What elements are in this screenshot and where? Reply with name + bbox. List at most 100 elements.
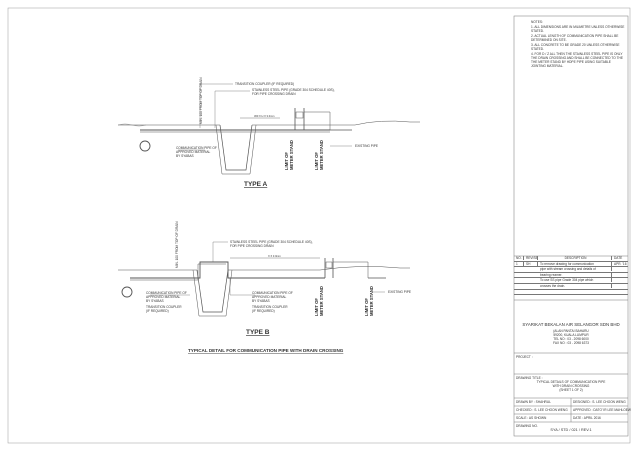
project-label: PROJECT :	[516, 355, 533, 359]
label-comm-b-r-1: COMMUNICATION PIPE OF	[252, 291, 293, 295]
title-type-b: TYPE B	[246, 329, 270, 336]
drawing-title-block: TYPICAL DETAILS OF COMMUNICATION PIPE WI…	[514, 380, 628, 392]
rev-col-date: DATE	[614, 256, 623, 260]
company-sub: (ALAN PANTAI BAHARU	[553, 329, 589, 334]
rev-desc: To use SS pipe Grade 304 pipe which	[538, 278, 612, 283]
notes-heading: NOTES:	[531, 20, 543, 24]
revision-row: 1 SH To remove drawing for communication…	[514, 261, 628, 268]
label-coupler-b-left-2: (IF REQUIRED)	[146, 309, 169, 313]
rev-desc: pipe with stream crossing and details of	[538, 267, 612, 272]
rev-date: APR. '16	[614, 261, 627, 266]
label-comm-a-1: COMMUNICATION PIPE OF	[176, 146, 217, 150]
label-meter-b-1: METER STAND	[319, 286, 324, 316]
meter-link-b	[333, 261, 369, 278]
label-dim-a: 300 X H X 3.0mm	[254, 114, 274, 118]
drawing-no: SYA / STD / 021 / REV.1	[550, 428, 592, 432]
company-address-1: 59200, KUALA LUMPUR	[553, 333, 589, 338]
label-comm-a-2: APPROVED MATERIAL	[176, 150, 211, 154]
notes-block: NOTES: 1. ALL DIMENSIONS ARE IN MILIMETR…	[531, 20, 626, 68]
company-address-3: FAX NO : 03 - 2098 6373	[553, 341, 589, 346]
revision-row-empty	[514, 290, 628, 296]
checked-by: CHECKED : S. LEE CHOON WENG	[516, 408, 568, 412]
company-name: SYARIKAT BEKALAN AIR SELANGOR SDN BHD	[522, 322, 620, 327]
company-block: SYARIKAT BEKALAN AIR SELANGOR SDN BHD (A…	[514, 322, 628, 345]
rev-desc: bearing reamer.	[538, 272, 612, 277]
drawn-by: DRAWN BY : SHAHRUL	[516, 400, 551, 404]
ground-line-a-right	[252, 120, 420, 126]
meter-box-a	[295, 111, 304, 119]
title-type-a: TYPE A	[244, 181, 268, 188]
pipe-b	[130, 261, 325, 279]
drawing-title-label: DRAWING TITLE :	[516, 376, 543, 380]
caption-detail: TYPICAL DETAIL FOR COMMUNICATION PIPE WI…	[188, 348, 344, 353]
rev-col-no: NO.	[514, 256, 524, 260]
scale: SCALE : AS SHOWN	[516, 416, 547, 420]
label-existing-a: EXISTING PIPE	[355, 144, 378, 148]
label-pipe-spec-a-2: FOR PIPE CROSSING DRAIN	[252, 92, 296, 96]
leader-coupler-a	[199, 83, 233, 128]
label-coupler-b-left-1: TRANSITION COUPLER	[146, 305, 182, 309]
label-limit-b-2: LIMIT OF	[364, 298, 369, 316]
meter-stand-b-1	[324, 258, 334, 278]
meter-box-b	[325, 261, 333, 269]
note-2: 2. ACTUAL LENGTH OF COMMUNICATION PIPE S…	[531, 34, 619, 42]
label-comm-b-1: COMMUNICATION PIPE OF	[146, 291, 187, 295]
rev-desc: crosses the drain.	[538, 284, 612, 288]
type-b-detail	[118, 241, 410, 317]
label-comm-b-r-2: APPROVED MATERIAL	[252, 295, 287, 299]
drawing-title-2: WITH DRAIN CROSSING	[552, 384, 590, 388]
pipe-b-2	[130, 263, 226, 281]
drawing-no-label: DRAWING NO.	[516, 424, 538, 428]
label-coupler-b-1: TRANSITION COUPLER	[252, 305, 288, 309]
label-pipe-spec-a-1: STAINLESS STEEL PIPE (GRADE 304 SCHEDULE…	[252, 88, 335, 92]
label-coupler-a: TRANSITION COUPLER (IF REQUIRED)	[235, 82, 294, 86]
meter-link-a	[304, 111, 331, 130]
pipe-section-a	[139, 140, 151, 152]
label-pipe-spec-b-1: STAINLESS STEEL PIPE (GRADE 304 SCHEDULE…	[230, 240, 313, 244]
label-comm-a-3: BY SYABAS	[176, 154, 194, 158]
leader-pipe-a	[214, 90, 250, 128]
label-meter-b-2: METER STAND	[369, 286, 374, 316]
revision-row: bearing reamer.	[514, 272, 628, 279]
label-meter-a-1: METER STAND	[289, 140, 294, 170]
type-a-detail	[117, 83, 420, 175]
pipe-section-b	[121, 286, 133, 298]
meter-stand-a-1	[294, 108, 305, 130]
revision-row: crosses the drain.	[514, 284, 628, 290]
date: DATE : APRIL 2016	[573, 416, 601, 420]
drain-a	[219, 124, 253, 171]
rev-by: SH	[524, 261, 538, 266]
sheet-border	[7, 7, 631, 444]
label-pipe-spec-b-2: FOR PIPE CROSSING DRAIN	[230, 244, 274, 248]
note-4: 4. FOR D / Z ALL THEN THE STAINLESS STEE…	[531, 52, 623, 68]
revision-row: To use SS pipe Grade 304 pipe which	[514, 278, 628, 284]
drawing-title-1: TYPICAL DETAILS OF COMMUNICATION PIPE	[536, 380, 606, 384]
note-1: 1. ALL DIMENSIONS ARE IN MILIMETRE UNLES…	[531, 25, 625, 33]
note-3: 3. ALL CONCRETE TO BE GRADE 20 UNLESS OT…	[531, 43, 620, 51]
drawing-title-3: (SHEET 1 OF 2)	[559, 388, 583, 392]
label-limit-a-1: LIMIT OF	[284, 152, 289, 170]
label-comm-b-r-3: BY SYABAS	[252, 299, 270, 303]
title-block-frame	[513, 15, 629, 437]
rev-desc: To remove drawing for communication	[538, 261, 612, 266]
company-address-2: TEL NO : 03 - 2098 6000	[553, 337, 589, 342]
drain-b	[196, 269, 229, 313]
drain-a-outer	[215, 124, 257, 175]
leader-coupler-b	[229, 278, 255, 296]
label-dim-b: X X 3.0mm	[268, 254, 281, 258]
approved-by: APPROVED : DATO' IR LEE MAHLOEW	[573, 408, 631, 412]
ground-wave-a	[117, 123, 147, 127]
label-coupler-b-2: (IF REQUIRED)	[252, 309, 275, 313]
type-b-labels: STAINLESS STEEL PIPE (GRADE 304 SCHEDULE…	[146, 221, 411, 353]
label-comm-b-2: APPROVED MATERIAL	[146, 295, 181, 299]
rev-col-desc: DESCRIPTION	[538, 256, 612, 260]
label-comm-b-3: BY SYABAS	[146, 299, 164, 303]
leader-pipe-b	[212, 241, 228, 262]
designed-by: DESIGNED : S. LEE CHOON WENG	[573, 400, 626, 404]
label-existing-b: EXISTING PIPE	[388, 290, 411, 294]
ground-line-b-right	[228, 266, 410, 271]
drain-b-outer	[192, 269, 233, 317]
